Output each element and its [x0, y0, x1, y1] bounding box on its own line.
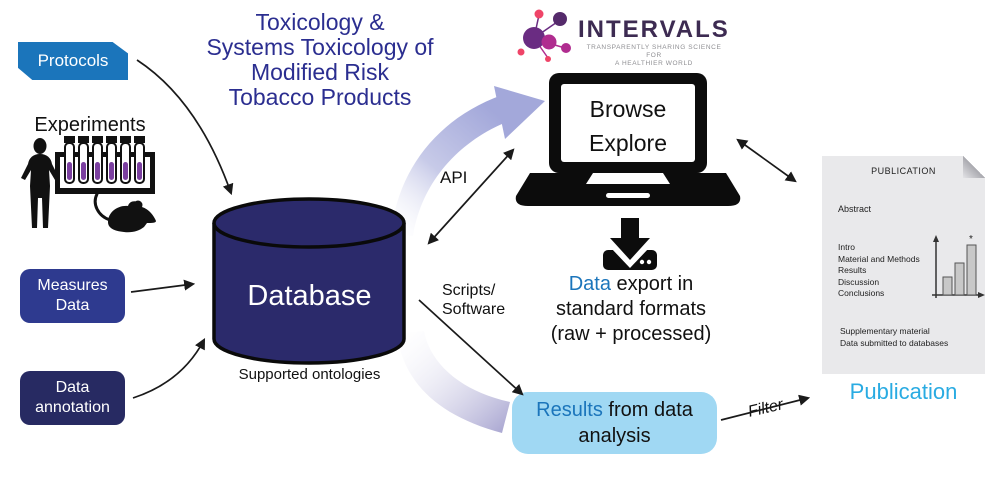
export-highlight: Data — [568, 273, 611, 295]
results-line2: analysis — [578, 425, 651, 447]
chart-asterisk: * — [969, 234, 973, 245]
section-intro: Intro — [838, 242, 856, 252]
publication-doc-title: PUBLICATION — [871, 166, 936, 176]
person-icon — [21, 138, 59, 228]
laptop-screen-text: Browse Explore — [562, 86, 694, 166]
intervals-wordmark: INTERVALS — [578, 16, 730, 43]
export-line1-rest: export in — [610, 273, 694, 295]
swoosh-up-arrowhead — [494, 86, 545, 139]
data-export-download-icon — [603, 218, 657, 270]
experiments-label: Experiments — [34, 114, 146, 136]
diagram-title: Toxicology & Systems Toxicology of Modif… — [206, 9, 434, 110]
database-label: Database — [247, 280, 372, 312]
swoosh-up-band — [391, 95, 509, 236]
export-line1: Data export in — [538, 272, 724, 297]
intervals-tagline: TRANSPARENTLY SHARING SCIENCE FOR A HEAL… — [578, 44, 730, 68]
protocols-banner: Protocols — [18, 42, 128, 80]
tagline-line1: TRANSPARENTLY SHARING SCIENCE FOR — [586, 44, 722, 59]
scripts-software-label: Scripts/ Software — [442, 282, 506, 318]
rat-icon — [93, 192, 156, 233]
results-line1-rest: from data — [602, 399, 693, 421]
results-highlight: Results — [536, 399, 603, 421]
test-tube-rack-icon — [55, 136, 155, 194]
laptop-icon — [515, 73, 741, 206]
section-methods: Material and Methods — [838, 253, 920, 264]
mini-bar-chart-icon: * — [932, 234, 985, 298]
export-caption: Data export in standard formats (raw + p… — [538, 272, 724, 347]
publication-label: Publication — [849, 379, 958, 404]
export-line2: standard formats — [555, 298, 707, 320]
api-label: API — [440, 168, 468, 187]
data-annotation-label: Data annotation — [35, 379, 110, 416]
data-annotation-box: Data annotation — [20, 371, 125, 425]
explore-label: Explore — [589, 130, 667, 156]
publication-abstract: Abstract — [838, 204, 872, 214]
intervals-logo-icon — [517, 9, 571, 62]
export-line3: (raw + processed) — [550, 323, 712, 345]
publication-supplementary: Supplementary material Data submitted to… — [840, 326, 949, 348]
measures-data-box: Measures Data — [20, 269, 125, 323]
database-cylinder-icon — [212, 197, 406, 365]
publication-sections: Intro Material and Methods Results Discu… — [838, 242, 920, 300]
browse-label: Browse — [589, 96, 667, 122]
section-discussion: Discussion — [838, 276, 880, 287]
page-fold-corner-icon — [963, 156, 985, 178]
publication-document: PUBLICATION Abstract Intro Material and … — [822, 156, 985, 374]
protocols-label: Protocols — [37, 51, 109, 70]
section-results: Results — [838, 265, 867, 275]
results-line1: Results from data — [536, 397, 693, 423]
measures-data-label: Measures Data — [37, 277, 108, 314]
results-box: Results from data analysis — [512, 392, 717, 454]
section-conclusions: Conclusions — [838, 288, 885, 298]
tagline-line2: A HEALTHIER WORLD — [615, 60, 693, 67]
database-caption: Supported ontologies — [238, 366, 381, 383]
